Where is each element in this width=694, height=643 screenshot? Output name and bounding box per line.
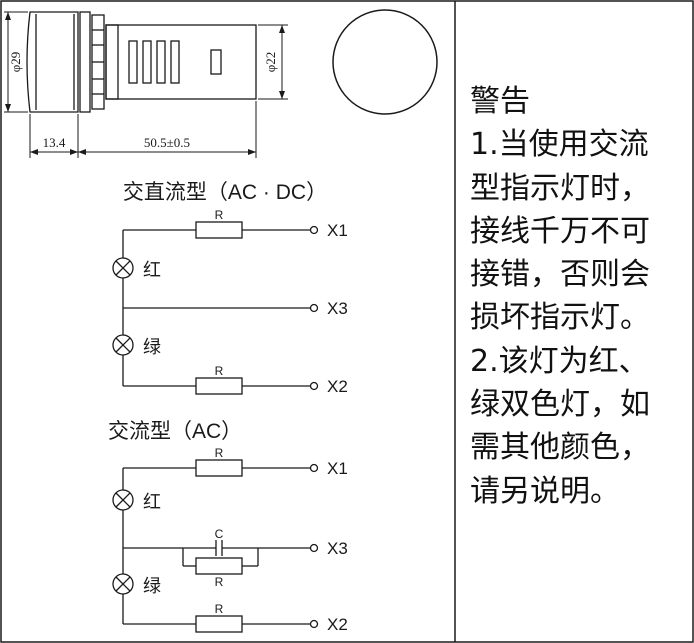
lamp-front-cap xyxy=(26,11,79,113)
warning-line: 绿双色灯，如 xyxy=(470,387,650,423)
resistor-symbol xyxy=(195,221,243,239)
terminal-x2-dot xyxy=(309,619,319,629)
circuit-dc-title: 交直流型（AC · DC） xyxy=(123,181,327,204)
circuit-ac-title: 交流型（AC） xyxy=(108,420,242,443)
lamp-red-label: 红 xyxy=(143,260,161,280)
resistor-label: R xyxy=(215,364,224,378)
warning-line: 请另说明。 xyxy=(470,473,620,509)
resistor-symbol xyxy=(195,615,243,633)
lamp-front-view xyxy=(332,9,438,115)
lamp-side-view xyxy=(26,11,257,113)
dim-face-diameter: φ22 xyxy=(263,52,278,73)
terminal-x1-label: X1 xyxy=(327,221,348,240)
resistor-symbol xyxy=(195,557,243,575)
resistor-label: R xyxy=(215,446,224,460)
warning-heading: 警告 xyxy=(470,84,530,119)
lamp-red-label: 红 xyxy=(143,492,161,512)
resistor-label: R xyxy=(215,602,224,616)
resistor-label: R xyxy=(215,208,224,222)
warning-line: 损坏指示灯。 xyxy=(470,300,650,336)
terminal-x1-label: X1 xyxy=(327,459,348,478)
resistor-symbol xyxy=(195,459,243,477)
vent-slot xyxy=(142,40,152,84)
dim-body-length: 50.5±0.5 xyxy=(144,135,190,150)
terminal-x2-label: X2 xyxy=(327,615,348,634)
dim-front-length: 13.4 xyxy=(43,135,66,150)
terminal-x3-dot xyxy=(309,303,319,313)
terminal-window xyxy=(210,49,222,75)
terminal-x1-dot xyxy=(309,463,319,473)
terminal-x3-dot xyxy=(309,543,319,553)
dim-body-diameter: φ29 xyxy=(8,52,23,73)
warning-line: 接线千万不可 xyxy=(470,213,650,249)
lamp-green-label: 绿 xyxy=(143,337,161,357)
circuit-dc-wiring xyxy=(112,221,319,395)
terminal-x1-dot xyxy=(309,225,319,235)
warning-line: 需其他颜色， xyxy=(470,430,650,466)
warning-panel: 警告 1.当使用交流 型指示灯时， 接线千万不可 接错，否则会 损坏指示灯。 2… xyxy=(470,80,690,513)
terminal-x3-label: X3 xyxy=(327,299,348,318)
circuit-ac-wiring xyxy=(112,459,319,633)
capacitor-label: C xyxy=(215,527,224,541)
warning-line: 1.当使用交流 xyxy=(470,127,649,163)
vent-slot xyxy=(156,40,166,84)
warning-line: 接错，否则会 xyxy=(470,257,650,293)
terminal-x2-dot xyxy=(309,381,319,391)
panel-nut xyxy=(79,11,91,113)
terminal-x2-label: X2 xyxy=(327,377,348,396)
vent-slot xyxy=(128,40,138,84)
resistor-label: R xyxy=(215,575,224,589)
vent-slot xyxy=(170,40,180,84)
resistor-symbol xyxy=(195,377,243,395)
terminal-x3-label: X3 xyxy=(327,539,348,558)
lamp-green-label: 绿 xyxy=(143,576,161,596)
warning-line: 型指示灯时， xyxy=(470,170,650,206)
warning-line: 2.该灯为红、 xyxy=(470,343,649,379)
